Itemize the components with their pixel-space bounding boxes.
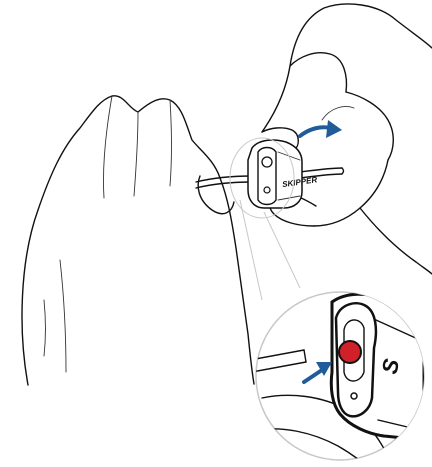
right-hand xyxy=(262,4,432,274)
push-arrow-icon xyxy=(300,120,342,138)
left-hand xyxy=(22,96,254,385)
button-highlight-icon xyxy=(339,341,361,363)
zoom-callout: S xyxy=(250,292,424,467)
clip-device: SKIPPER xyxy=(248,140,318,208)
